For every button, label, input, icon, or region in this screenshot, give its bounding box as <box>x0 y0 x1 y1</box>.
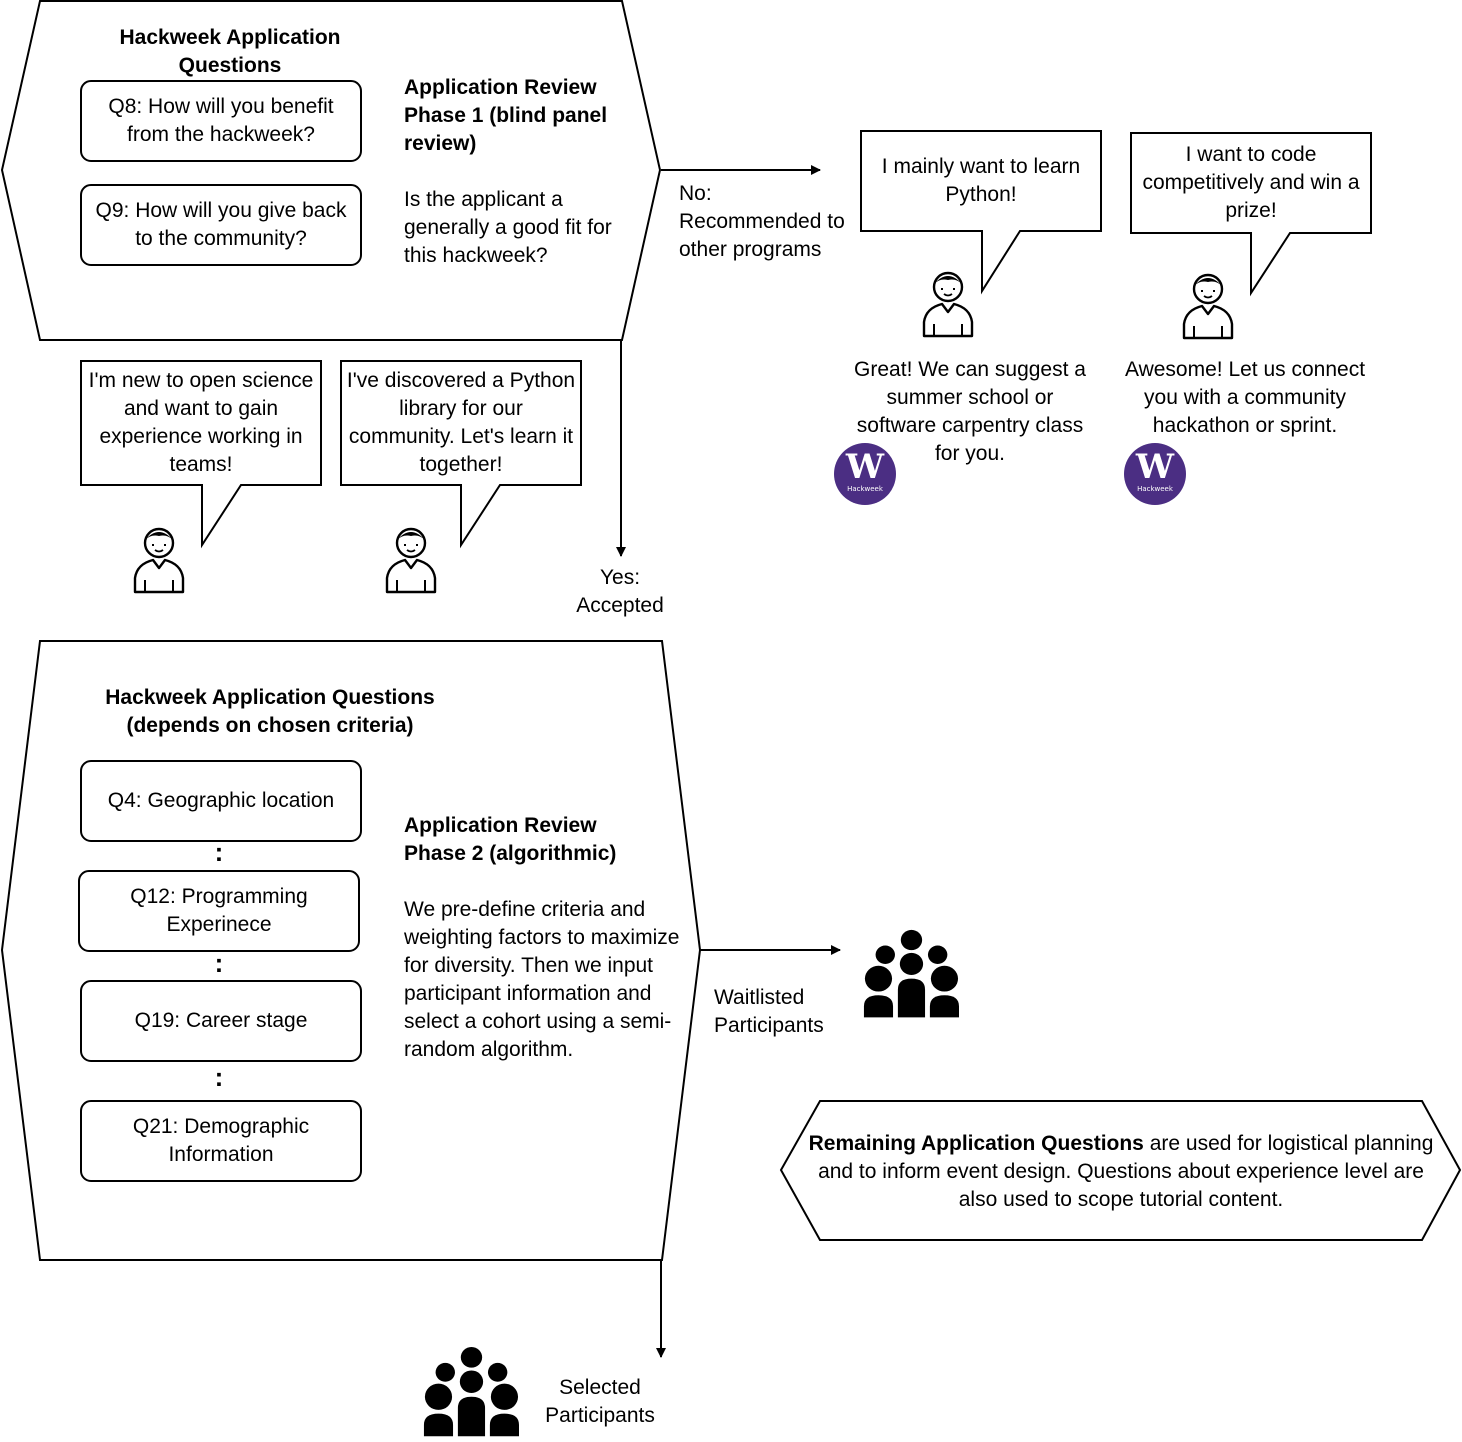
phase1-review-title: Application Review Phase 1 (blind panel … <box>404 76 608 155</box>
person-icon <box>1182 273 1234 340</box>
phase2-review-title: Application Review Phase 2 (algorithmic) <box>404 814 617 865</box>
reply-summer-school: Great! We can suggest a summer school or… <box>854 358 1086 465</box>
waitlisted-participants-label: Waitlisted Participants <box>714 986 824 1037</box>
person-icon <box>922 271 974 338</box>
remaining-questions-text: Remaining Application Questions are used… <box>806 1130 1436 1214</box>
question-q21-box: Q21: Demographic Information <box>80 1100 362 1182</box>
speech-bubble-python: I mainly want to learn Python! <box>881 155 1081 206</box>
speech-bubble-python-outline <box>860 130 1102 295</box>
speech-bubble-python-library-outline <box>340 360 582 549</box>
question-q8-box: Q8: How will you benefit from the hackwe… <box>80 80 362 162</box>
remaining-hexagon <box>779 1100 1462 1241</box>
phase2-hexagon <box>0 640 702 1261</box>
uw-hackweek-logo: W Hackweek <box>834 443 896 505</box>
phase2-review-text: We pre-define criteria and weighting fac… <box>404 898 680 1061</box>
yes-accepted-label: Yes: Accepted <box>576 566 664 617</box>
remaining-questions-bold: Remaining Application Questions <box>808 1132 1144 1155</box>
person-icon <box>385 527 437 594</box>
speech-bubble-open-science: I'm new to open science and want to gain… <box>88 369 314 476</box>
ellipsis-dots: : <box>214 948 224 978</box>
question-q12-box: Q12: Programming Experinece <box>78 870 360 952</box>
phase1-review-text: Is the applicant a generally a good fit … <box>404 188 612 267</box>
speech-bubble-prize-outline <box>1130 132 1372 297</box>
speech-bubble-python-library: I've discovered a Python library for our… <box>346 369 576 476</box>
person-icon <box>133 527 185 594</box>
waitlisted-group-icon <box>863 929 959 1018</box>
selected-participants-label: Selected Participants <box>545 1376 655 1427</box>
phase2-questions-title: Hackweek Application Questions (depends … <box>105 686 435 737</box>
uw-hackweek-logo: W Hackweek <box>1124 443 1186 505</box>
question-q9-box: Q9: How will you give back to the commun… <box>80 184 362 266</box>
reply-hackathon: Awesome! Let us connect you with a commu… <box>1124 358 1366 437</box>
remaining-questions-body: are used for logistical planning and to … <box>818 1132 1434 1211</box>
selected-group-icon <box>423 1346 519 1437</box>
speech-bubble-open-science-outline <box>80 360 322 549</box>
speech-bubble-prize: I want to code competitively and win a p… <box>1142 143 1360 222</box>
no-recommended-label: No: Recommended to other programs <box>679 182 845 261</box>
question-q4-box: Q4: Geographic location <box>80 760 362 842</box>
ellipsis-dots: : <box>214 837 224 867</box>
phase1-questions-title: Hackweek Application Questions <box>119 26 341 77</box>
question-q19-box: Q19: Career stage <box>80 980 362 1062</box>
ellipsis-dots: : <box>214 1062 224 1092</box>
